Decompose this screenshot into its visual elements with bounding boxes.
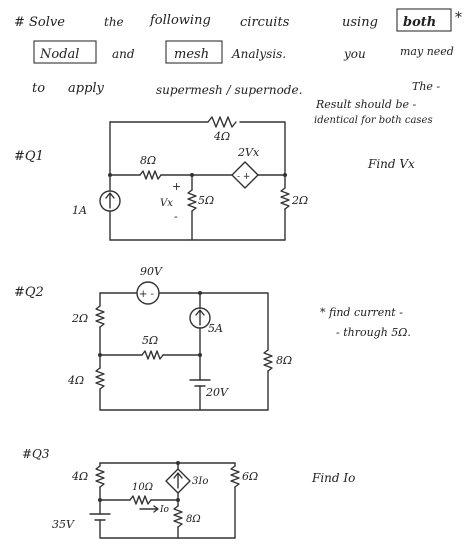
node-dot xyxy=(176,461,180,465)
header-text: and xyxy=(112,47,135,61)
header-text: the xyxy=(104,15,124,29)
header-text: using xyxy=(342,15,378,30)
label-5a: 5A xyxy=(208,322,223,335)
label-vx: Vx xyxy=(160,198,173,209)
header-text: to xyxy=(32,81,45,96)
header-text: supermesh / supernode. xyxy=(156,83,302,97)
header-text: circuits xyxy=(240,15,290,30)
header-text: * xyxy=(455,10,462,26)
arrow-up-icon xyxy=(195,309,205,326)
label-1a: 1A xyxy=(72,204,87,217)
wire xyxy=(99,519,236,539)
resistor-5ohm xyxy=(187,189,197,212)
label-dep-sign: - + xyxy=(237,172,250,182)
nodal-box xyxy=(33,40,97,64)
wire xyxy=(158,292,269,351)
label-90v-sign: + - xyxy=(139,289,155,300)
label-8ohm: 8Ω xyxy=(140,154,156,167)
header-text: may need xyxy=(400,45,454,58)
both-box xyxy=(396,8,452,32)
label-2ohm: 2Ω xyxy=(71,312,88,325)
label-2vx: 2Vx xyxy=(237,146,260,159)
label-8ohm: 8Ω xyxy=(276,354,292,367)
node-dot xyxy=(98,353,102,357)
header-text: Analysis. xyxy=(231,47,286,61)
arrow-up-icon xyxy=(105,192,115,209)
resistor-2ohm xyxy=(280,187,290,210)
question-1-circuit: #Q1 4Ω 1A 8Ω - + 2Vx 5Ω + Vx - xyxy=(14,116,415,241)
resistor-5ohm xyxy=(141,350,164,360)
resistor-4ohm xyxy=(95,367,105,390)
label-plus: + xyxy=(172,180,181,193)
label-io: Io xyxy=(159,505,170,515)
question-3-circuit: #Q3 4Ω 35V 10Ω Io 3Io 8Ω xyxy=(22,447,355,539)
header-text: identical for both cases xyxy=(314,115,433,126)
instructions: # Solve the following circuits using bot… xyxy=(14,8,462,126)
label-10ohm: 10Ω xyxy=(132,482,153,493)
header-text: # Solve xyxy=(14,15,65,30)
node-dot xyxy=(108,173,112,177)
node-dot xyxy=(198,291,202,295)
q3-task: Find Io xyxy=(311,471,355,485)
resistor-2ohm xyxy=(95,305,105,328)
header-text: both xyxy=(403,15,436,30)
header-text: apply xyxy=(68,81,105,96)
header-text: you xyxy=(343,47,366,61)
question-2-circuit: #Q2 + - 90V 2Ω 4Ω 5Ω 5A 20V xyxy=(14,265,411,411)
label-90v: 90V xyxy=(140,265,163,278)
question-tag: #Q1 xyxy=(14,149,44,164)
label-35v: 35V xyxy=(52,518,75,531)
resistor-4ohm xyxy=(95,465,105,488)
arrow-right-icon xyxy=(139,505,159,513)
label-8ohm: 8Ω xyxy=(186,514,201,525)
label-4ohm: 4Ω xyxy=(213,130,230,143)
q2-task-line2: - through 5Ω. xyxy=(336,326,411,339)
header-text: Nodal xyxy=(39,47,79,62)
header-text: Result should be - xyxy=(315,98,416,111)
label-5ohm: 5Ω xyxy=(198,194,214,207)
header-text: following xyxy=(149,13,211,28)
arrow-up-icon xyxy=(173,472,183,489)
q1-task: Find Vx xyxy=(367,157,415,171)
label-minus: - xyxy=(174,210,178,223)
label-4ohm: 4Ω xyxy=(67,374,84,387)
resistor-8ohm xyxy=(139,170,162,180)
label-5ohm: 5Ω xyxy=(142,334,158,347)
resistor-8ohm xyxy=(263,349,273,372)
resistor-10ohm xyxy=(129,495,152,505)
resistor-8ohm xyxy=(173,505,183,528)
label-20v: 20V xyxy=(205,386,229,399)
header-text: mesh xyxy=(174,47,209,62)
resistor-4ohm xyxy=(207,116,237,128)
label-6ohm: 6Ω xyxy=(242,470,258,483)
label-2ohm: 2Ω xyxy=(291,194,308,207)
resistor-6ohm xyxy=(230,465,240,488)
label-3io: 3Io xyxy=(192,476,208,487)
header-text: The - xyxy=(412,80,440,93)
current-source-1a xyxy=(99,190,121,212)
label-4ohm: 4Ω xyxy=(71,470,88,483)
question-tag: #Q3 xyxy=(22,447,50,461)
node-dot xyxy=(198,353,202,357)
mesh-box xyxy=(165,40,223,64)
question-tag: #Q2 xyxy=(14,285,44,300)
q2-task-line1: * find current - xyxy=(320,306,403,319)
wire xyxy=(239,121,286,176)
